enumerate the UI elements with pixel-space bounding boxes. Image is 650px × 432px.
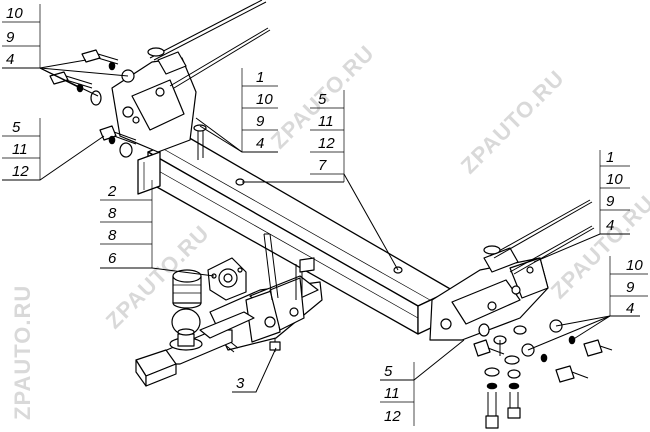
callout-label: 8 xyxy=(108,227,117,244)
watermark-2: ZPAUTO.RU xyxy=(456,65,569,178)
callout-label: 11 xyxy=(384,385,400,402)
callout-label: 9 xyxy=(606,193,615,210)
callout-label: 11 xyxy=(12,141,28,158)
callout-label: 5 xyxy=(384,363,393,380)
callout-label: 12 xyxy=(384,408,401,425)
callout-label: 9 xyxy=(256,113,265,130)
callout-label: 6 xyxy=(108,250,117,267)
right-fasteners xyxy=(473,319,613,429)
callout-label: 11 xyxy=(318,113,334,130)
left-bracket xyxy=(111,51,207,160)
callout-label: 5 xyxy=(318,91,327,108)
callout-label: 10 xyxy=(6,5,23,22)
receiver-plug xyxy=(135,349,177,387)
callout-bottom-mid: 5 11 12 xyxy=(380,362,415,426)
callout-center-mid: 5 11 12 7 xyxy=(310,90,345,182)
callout-label: 8 xyxy=(108,205,117,222)
right-bracket xyxy=(429,247,549,341)
callout-label: 7 xyxy=(318,157,327,174)
callout-label: 1 xyxy=(606,149,614,166)
callout-label: 1 xyxy=(256,69,264,86)
callout-label: 10 xyxy=(626,257,643,274)
watermark-4: ZPAUTO.RU xyxy=(10,285,35,420)
callout-label: 3 xyxy=(236,375,245,392)
callout-center-top: 1 10 9 4 xyxy=(241,68,278,152)
callout-label: 12 xyxy=(12,163,29,180)
callout-label: 4 xyxy=(626,300,634,317)
ball-mount xyxy=(161,308,255,365)
callout-label: 10 xyxy=(606,171,623,188)
callout-label: 4 xyxy=(6,51,14,68)
callout-label: 5 xyxy=(12,119,21,136)
socket-plate xyxy=(207,257,247,301)
callout-left-mid: 5 11 12 xyxy=(2,118,41,180)
callout-bottom-left: 3 xyxy=(236,375,245,392)
callout-label: 10 xyxy=(256,91,273,108)
callout-label: 12 xyxy=(318,135,335,152)
callout-right-top: 1 10 9 4 xyxy=(599,149,630,234)
callout-label: 9 xyxy=(6,29,15,46)
callout-label: 4 xyxy=(606,217,614,234)
receiver-assembly xyxy=(209,233,323,353)
callout-left-group: 2 8 8 6 xyxy=(100,180,153,268)
mounting-rods xyxy=(147,0,595,275)
callout-top-left: 10 9 4 xyxy=(2,4,41,68)
callout-label: 4 xyxy=(256,135,264,152)
callout-label: 2 xyxy=(107,183,117,200)
ball-cover xyxy=(172,269,202,309)
callout-label: 9 xyxy=(626,279,635,296)
callout-right-mid: 10 9 4 xyxy=(609,256,648,317)
